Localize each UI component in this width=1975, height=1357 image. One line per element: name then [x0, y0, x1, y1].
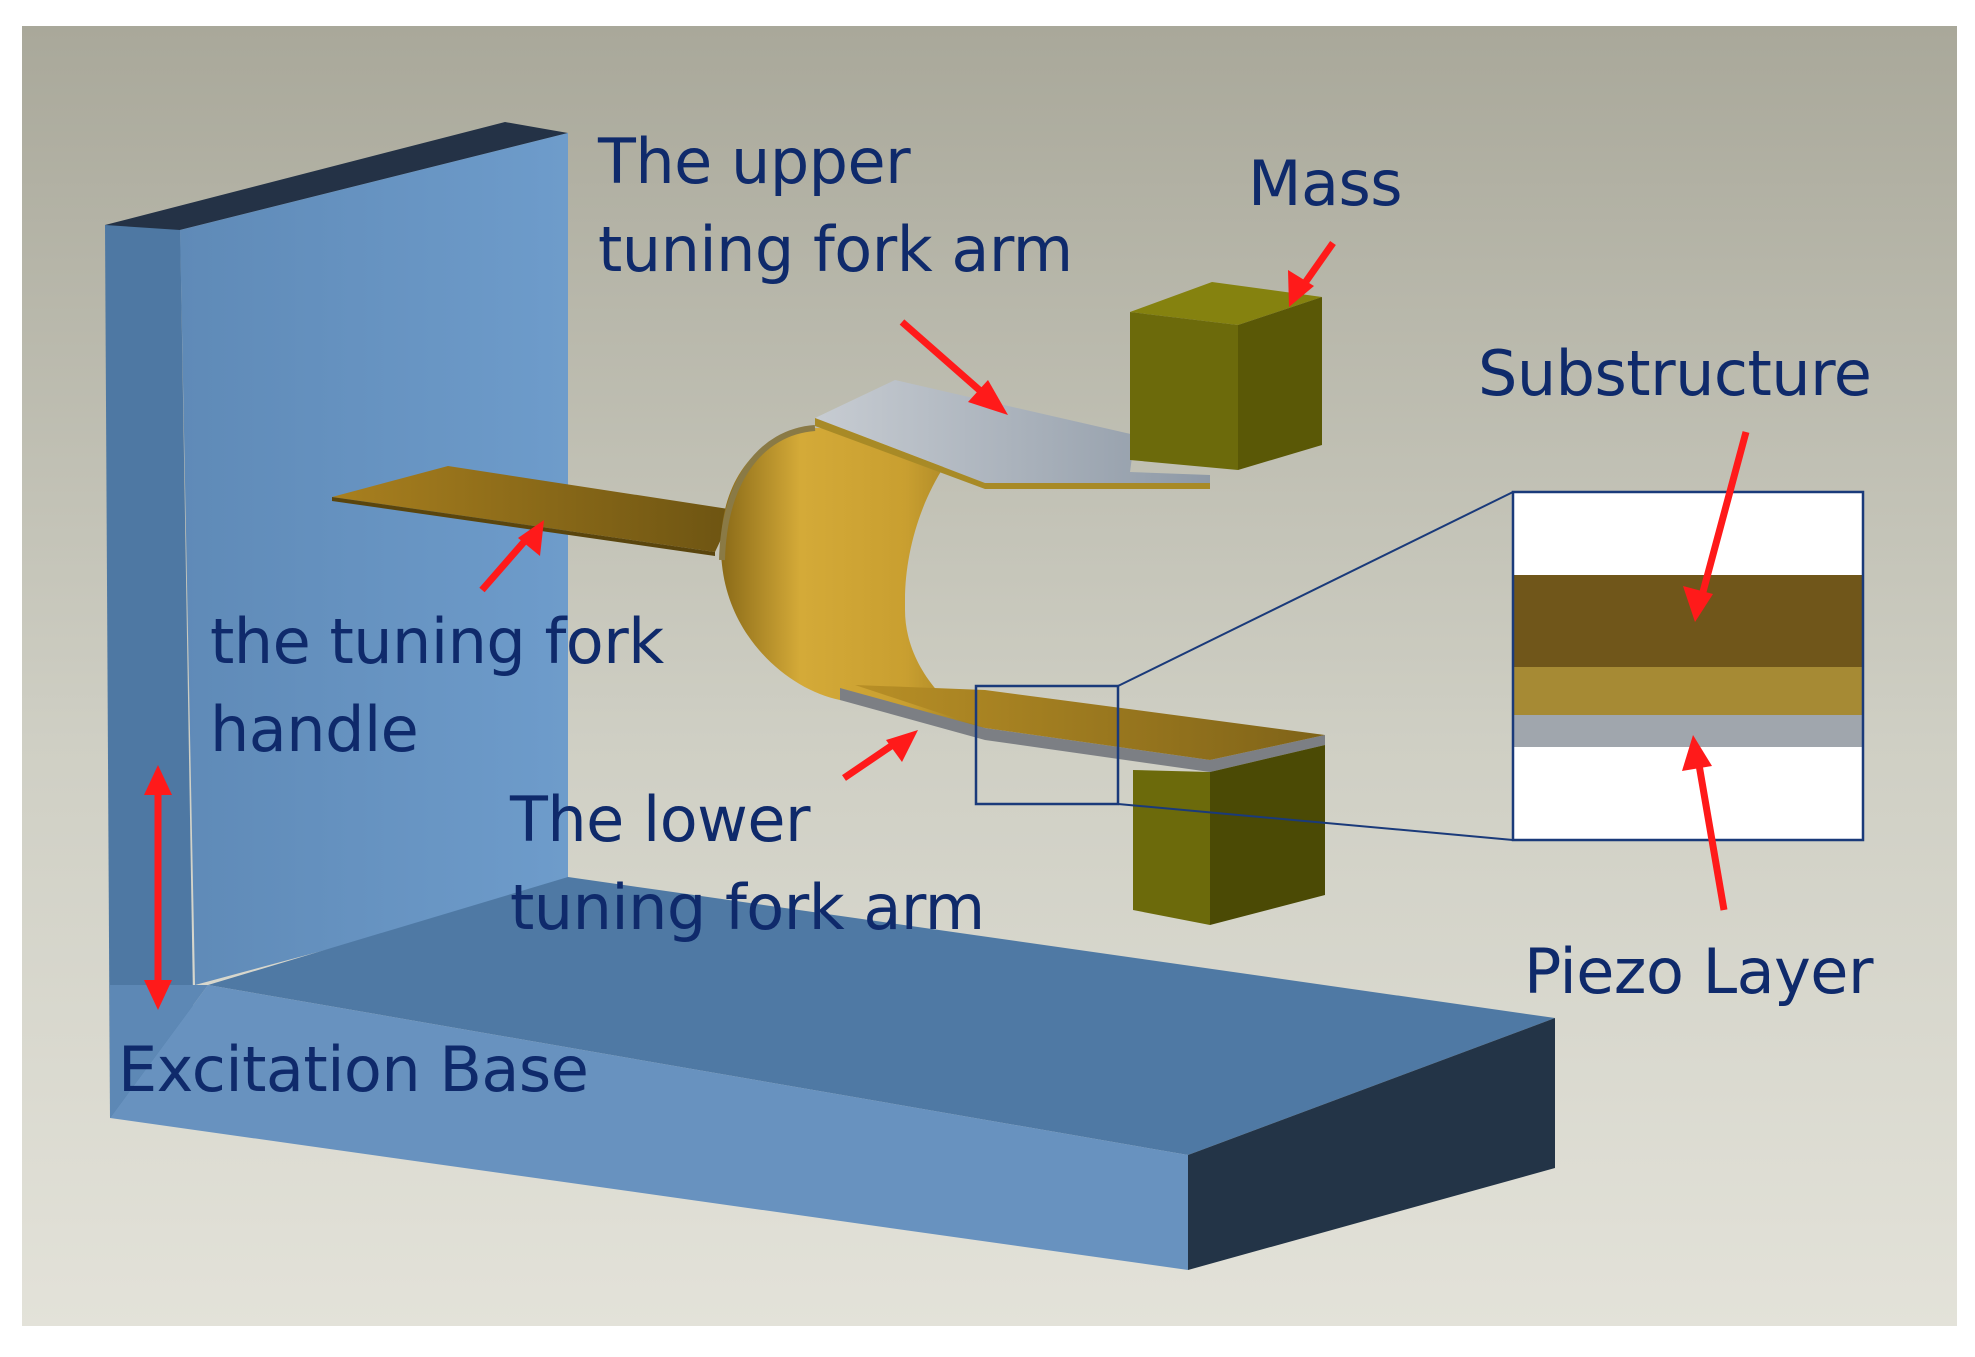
label-upper-arm-line2: tuning fork arm [598, 213, 1073, 286]
label-lower-arm-line2: tuning fork arm [510, 871, 985, 944]
zoom-region-box [974, 684, 1120, 806]
layer-inset [1511, 490, 1865, 842]
annotation-arrows [144, 240, 1750, 1010]
zoom-connector-top [1117, 491, 1514, 687]
label-lower-arm-line1: The lower [510, 783, 811, 856]
label-upper-arm-line1: The upper [598, 125, 911, 198]
tuning-fork-curve [719, 425, 985, 728]
excitation-base [105, 122, 1555, 1270]
label-mass-text: Mass [1248, 147, 1403, 220]
label-mass: Mass [1248, 140, 1403, 228]
bond-layer [1513, 667, 1863, 715]
label-piezo-layer: Piezo Layer [1524, 928, 1873, 1016]
upper-tuning-fork-arm [815, 380, 1210, 489]
piezo-layer-band [1513, 715, 1863, 747]
lower-mass-block [1133, 745, 1325, 925]
label-excitation-base: Excitation Base [118, 1026, 589, 1114]
label-upper-arm: The upper tuning fork arm [598, 118, 1073, 294]
label-handle: the tuning fork handle [210, 598, 664, 774]
label-piezo-text: Piezo Layer [1524, 935, 1873, 1008]
label-lower-arm: The lower tuning fork arm [510, 776, 985, 952]
lower-tuning-fork-arm [840, 685, 1325, 772]
zoom-connector-bottom [1117, 803, 1514, 841]
label-handle-line1: the tuning fork [210, 605, 664, 678]
upper-mass-block [1130, 282, 1322, 470]
label-substructure: Substructure [1478, 330, 1872, 418]
label-base-text: Excitation Base [118, 1033, 589, 1106]
label-substructure-text: Substructure [1478, 337, 1872, 410]
label-handle-line2: handle [210, 693, 419, 766]
tuning-fork-handle [332, 466, 735, 556]
